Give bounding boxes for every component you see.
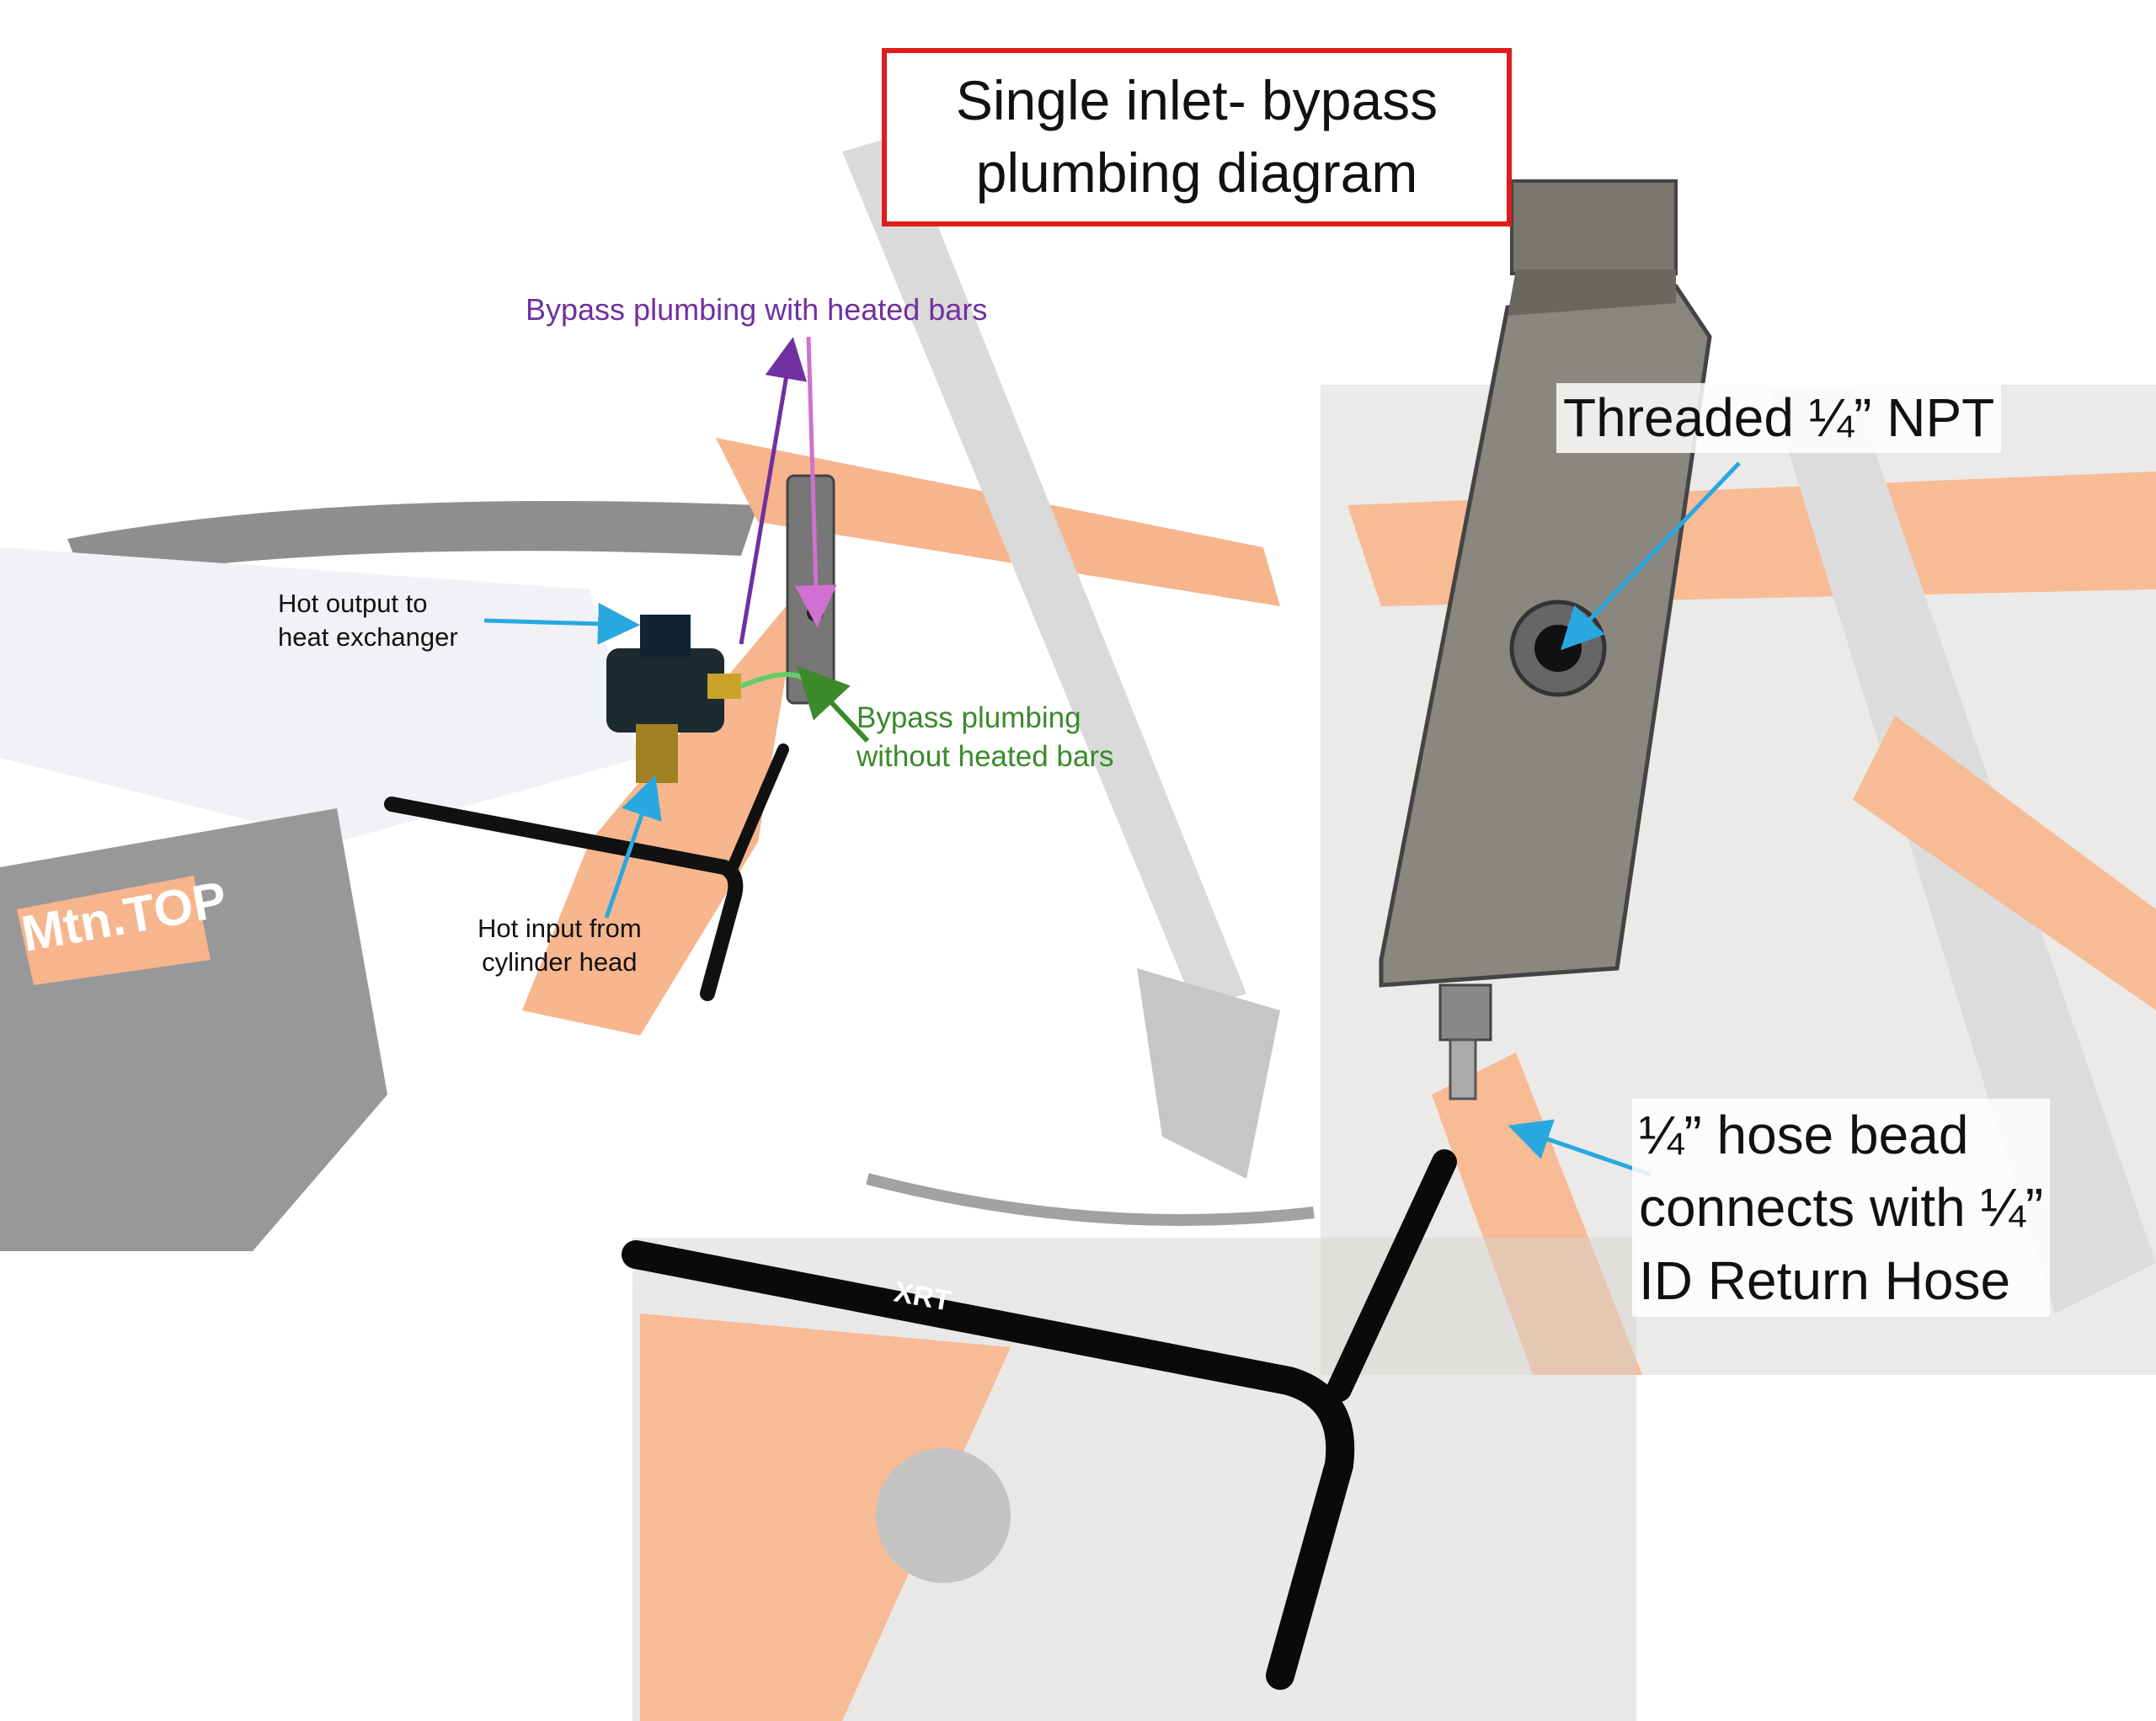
label-hose-bead-line2: connects with ¼” bbox=[1639, 1177, 2044, 1239]
diagram-title: Single inlet- bypass plumbing diagram bbox=[882, 48, 1512, 226]
xrt-tube-small bbox=[384, 743, 789, 1001]
arrow-hot-output bbox=[483, 602, 640, 645]
xrt-tube-large bbox=[622, 1149, 1457, 1690]
label-bypass-unheated-line2: without heated bars bbox=[857, 739, 1114, 773]
arrow-threaded bbox=[1561, 461, 1741, 651]
label-threaded-npt: Threaded ¼” NPT bbox=[1556, 383, 2002, 454]
arrow-heated-up bbox=[739, 337, 807, 645]
arrow-hose-bead bbox=[1508, 1119, 1652, 1177]
label-bypass-heated: Bypass plumbing with heated bars bbox=[526, 292, 988, 327]
arrow-heated-down bbox=[794, 336, 837, 627]
label-hot-input-line2: cylinder head bbox=[482, 947, 638, 978]
label-hot-input: Hot input from cylinder head bbox=[478, 912, 642, 980]
reservoir-large bbox=[1379, 179, 1712, 1100]
reservoir-small bbox=[786, 474, 835, 705]
title-line-2: plumbing diagram bbox=[975, 141, 1418, 204]
label-hot-output: Hot output to heat exchanger bbox=[278, 587, 458, 655]
label-hose-bead-line1: ¼” hose bead bbox=[1639, 1105, 1969, 1165]
arrow-hot-input bbox=[604, 775, 662, 919]
label-hot-output-line2: heat exchanger bbox=[278, 622, 458, 653]
arrow-bypass-unheated bbox=[797, 666, 870, 743]
label-hose-bead-line3: ID Return Hose bbox=[1639, 1249, 2011, 1311]
label-hot-output-line1: Hot output to bbox=[278, 589, 428, 618]
motorcycle-photo-left: Mtn.TOP bbox=[0, 135, 1315, 1251]
label-bypass-unheated: Bypass plumbing without heated bars bbox=[857, 699, 1113, 775]
label-hose-bead: ¼” hose bead connects with ¼” ID Return … bbox=[1632, 1099, 2051, 1318]
title-line-1: Single inlet- bypass bbox=[955, 69, 1438, 132]
thermostat-valve bbox=[606, 615, 741, 783]
label-bypass-unheated-line1: Bypass plumbing bbox=[857, 701, 1081, 734]
engine-photo-bottom bbox=[632, 1238, 1636, 1721]
label-hot-input-line1: Hot input from bbox=[478, 914, 642, 943]
